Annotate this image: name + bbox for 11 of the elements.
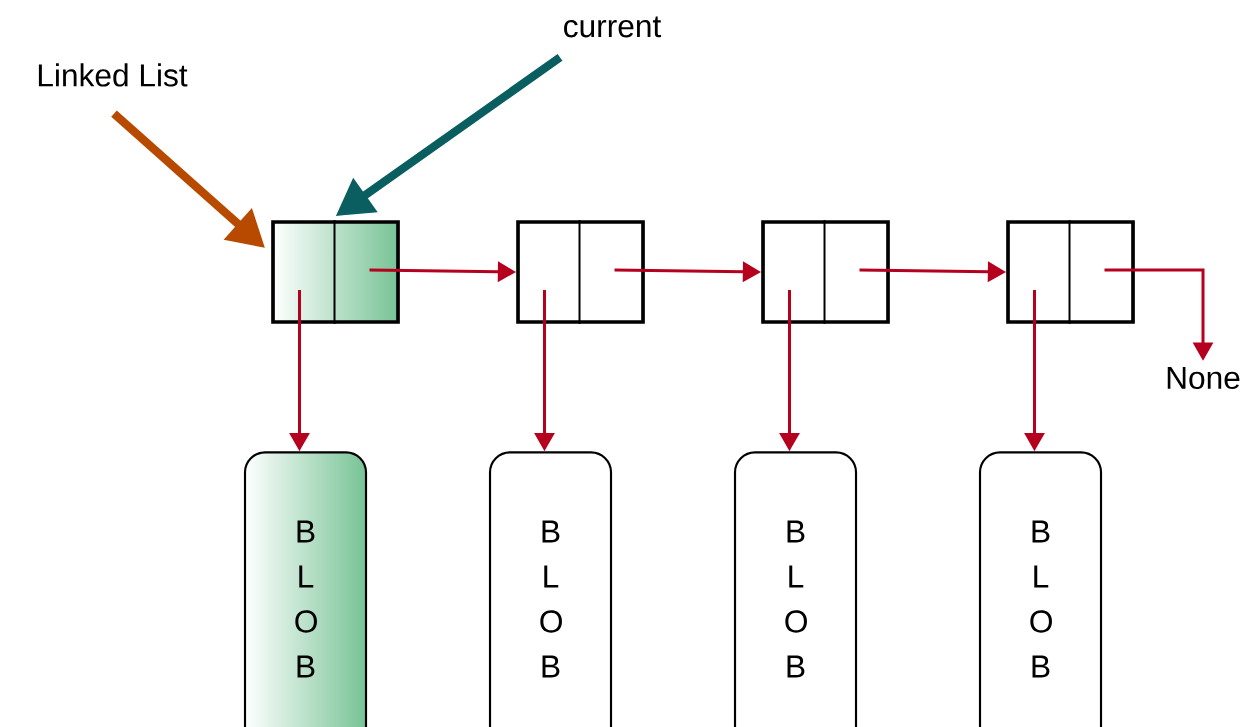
list-node-box bbox=[761, 219, 890, 325]
list-node-box bbox=[1006, 219, 1135, 325]
list-node-box bbox=[516, 219, 645, 325]
pointer-label: Linked List bbox=[38, 63, 188, 87]
blob-box: B L O B bbox=[978, 451, 1103, 727]
list-node-box bbox=[271, 219, 400, 325]
blob-box: B L O B bbox=[733, 451, 858, 727]
blob-box: B L O B bbox=[243, 451, 368, 727]
pointer-label: None bbox=[1167, 366, 1240, 390]
blob-box: B L O B bbox=[488, 451, 613, 727]
pointer-label: current bbox=[564, 16, 662, 38]
